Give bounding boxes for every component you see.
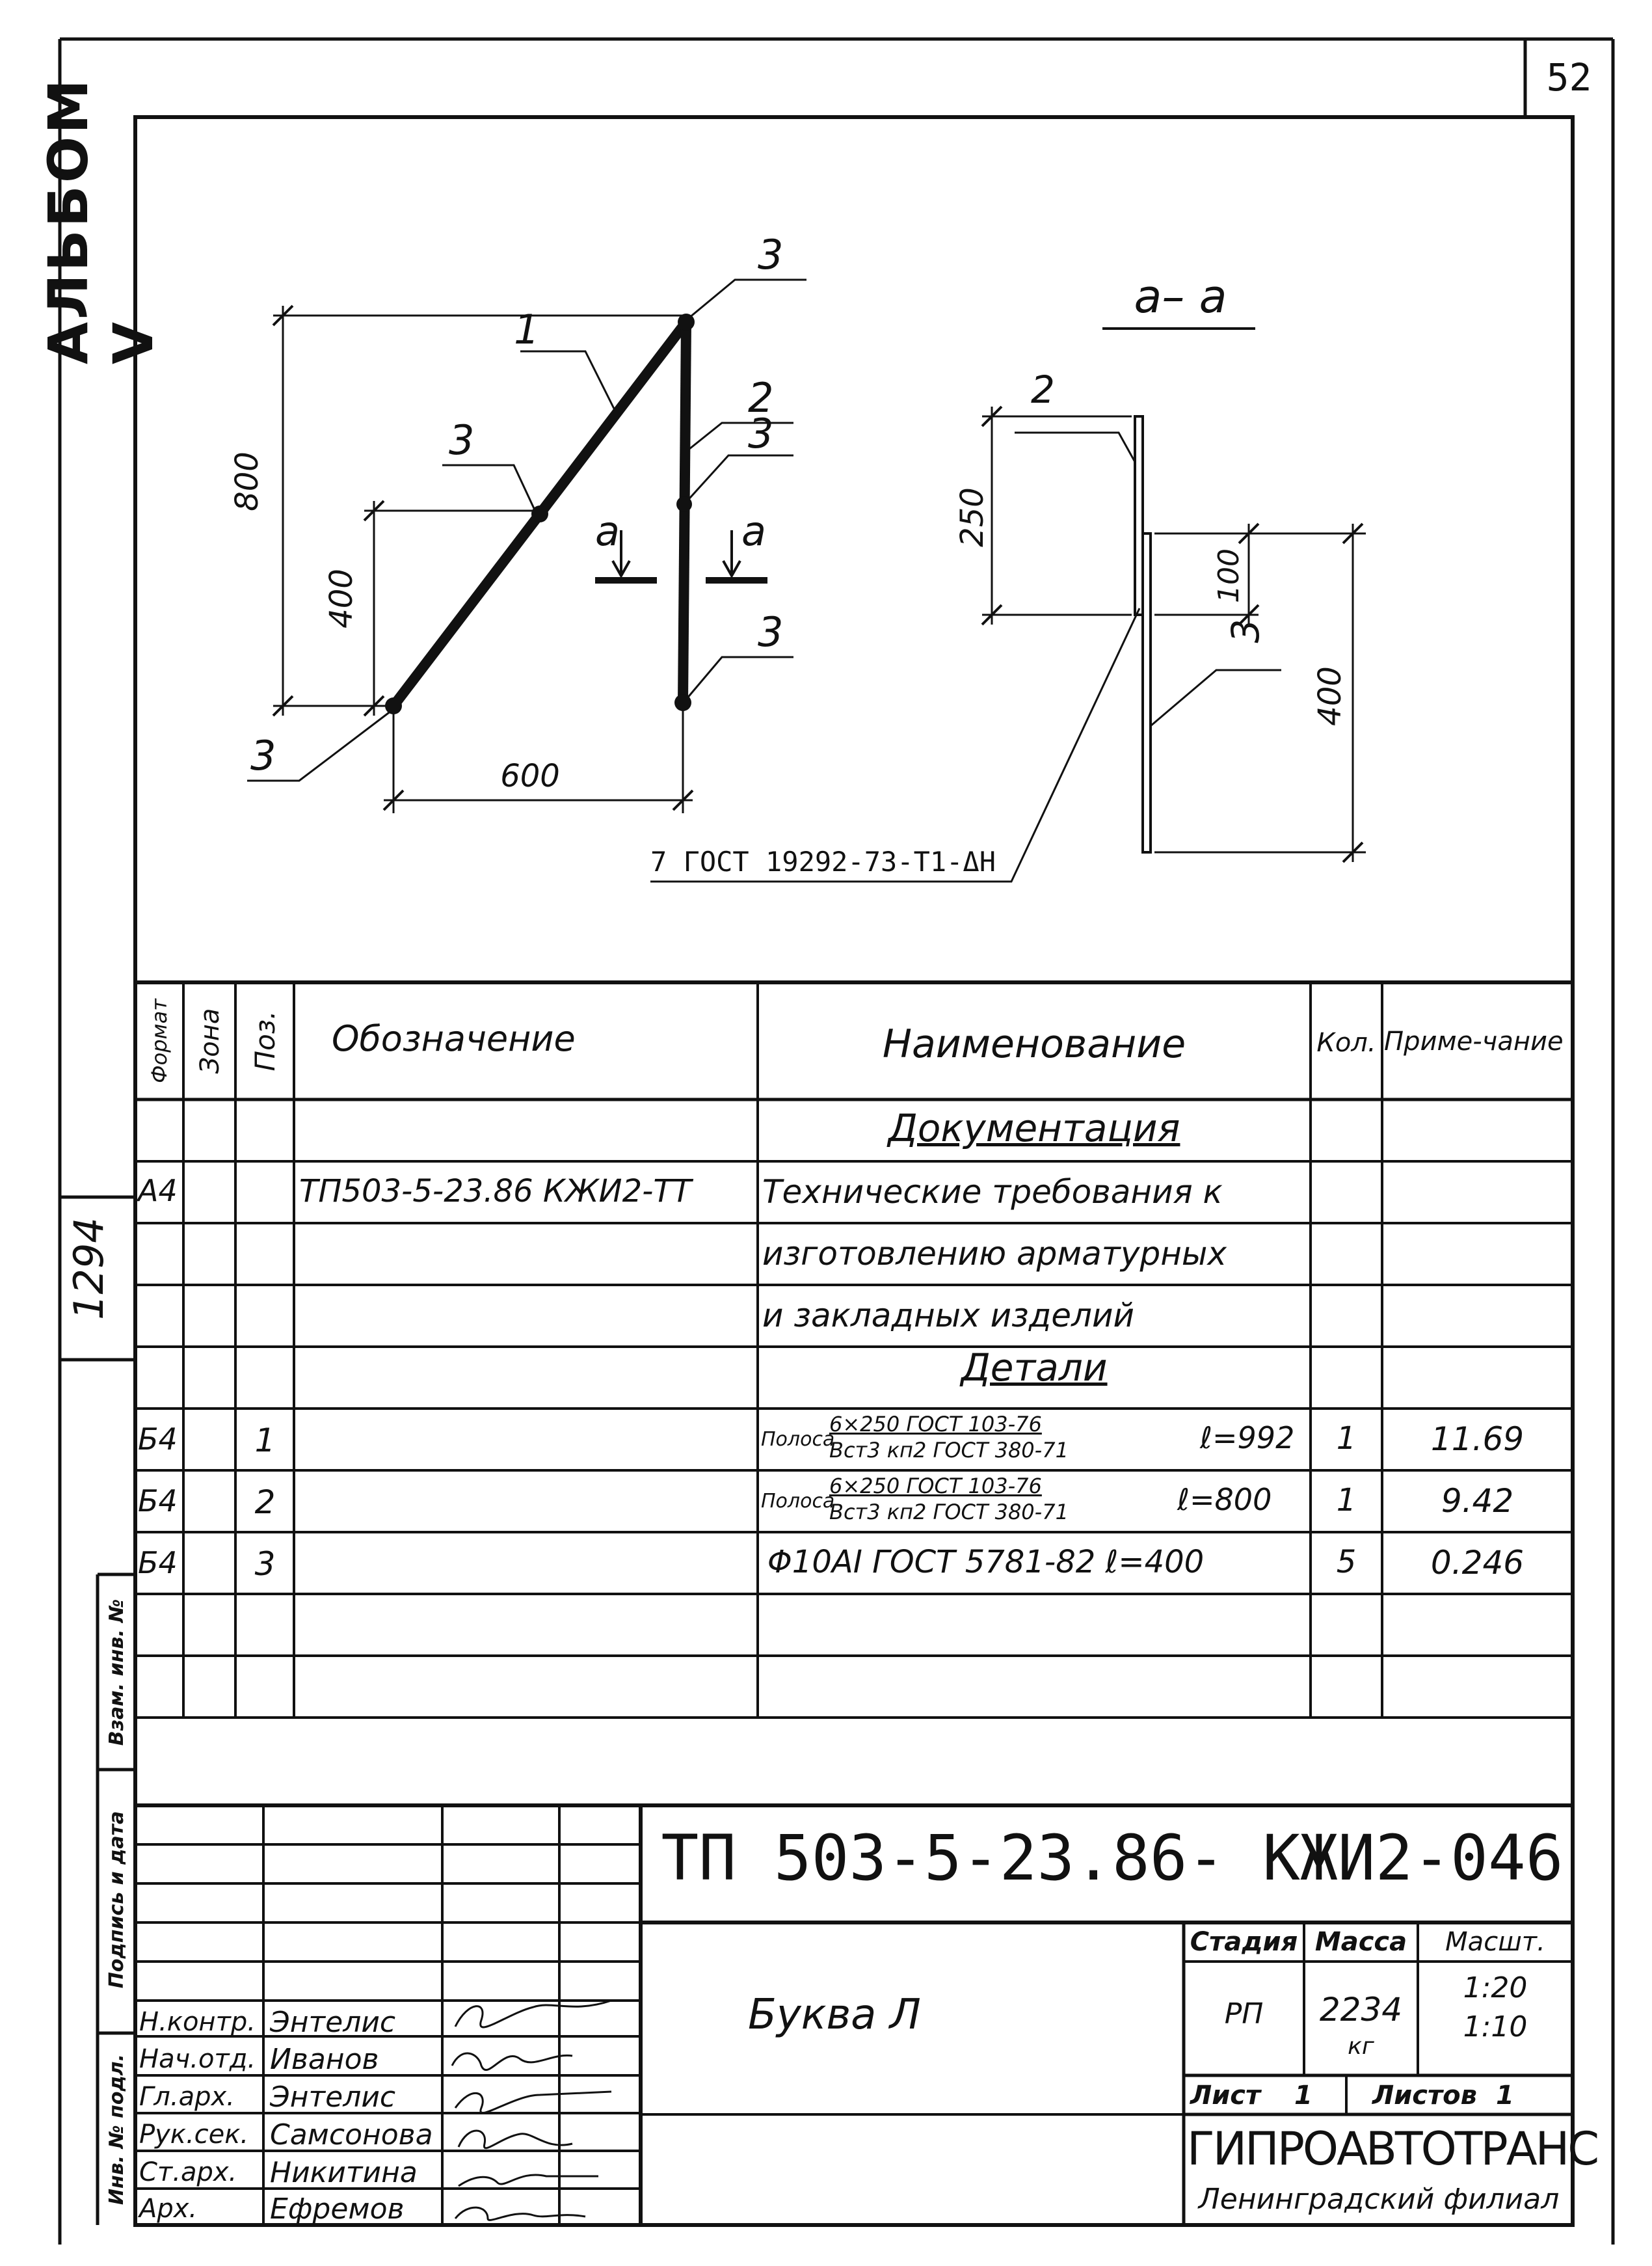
position-1-label: 1	[514, 306, 540, 353]
row-1-numerator: 6×250 ГОСТ 103-76	[829, 1412, 1042, 1436]
header-note: Приме-чание	[1384, 1027, 1564, 1057]
elevation-view	[247, 278, 806, 813]
dim-800: 800	[229, 452, 265, 511]
signatures	[451, 1999, 612, 2221]
row-2-prefix: Полоса	[761, 1490, 835, 1513]
signer-role: Нач.отд.	[139, 2044, 256, 2074]
position-3-label: 3	[449, 416, 475, 464]
organization-name: ГИПРОАВТОТРАНС	[1187, 2122, 1599, 2176]
doc-designation: ТП503-5-23.86 КЖИ2-ТТ	[299, 1173, 692, 1209]
mass-unit: кг	[1348, 2033, 1374, 2060]
document-code: ТП 503-5-23.86- КЖИ2-046	[661, 1822, 1564, 1895]
section-parts: Детали	[961, 1345, 1108, 1390]
signer-name: Иванов	[270, 2043, 379, 2076]
doc-format: А4	[138, 1173, 178, 1208]
row-1-pos: 1	[254, 1422, 276, 1459]
row-2-numerator: 6×250 ГОСТ 103-76	[829, 1474, 1042, 1498]
row-3-note: 0.246	[1430, 1544, 1525, 1582]
row-1-length: ℓ=992	[1200, 1420, 1295, 1455]
signer-name: Энтелис	[270, 2081, 396, 2114]
position-3-label: 3	[758, 608, 784, 656]
document-name: Буква Л	[748, 1991, 921, 2039]
scale-value-2: 1:10	[1463, 2010, 1528, 2043]
doc-name-line: изготовлению арматурных	[762, 1235, 1227, 1273]
section-docs: Документация	[888, 1106, 1180, 1150]
section-marker-left: а	[595, 507, 620, 555]
row-3-qty: 5	[1336, 1544, 1357, 1580]
header-format: Формат	[147, 999, 172, 1083]
row-1-note: 11.69	[1430, 1420, 1525, 1458]
sheets-number: 1	[1496, 2081, 1514, 2111]
position-3-label: 3	[1223, 619, 1268, 643]
dim-400-section: 400	[1312, 666, 1348, 726]
album-label: АЛЬБОМ V	[36, 77, 165, 364]
header-pos: Поз.	[249, 1010, 281, 1072]
doc-name-line: Технические требования к	[762, 1173, 1223, 1211]
row-3-format: Б4	[138, 1545, 178, 1580]
header-designation: Обозначение	[332, 1018, 576, 1059]
row-1-format: Б4	[138, 1422, 178, 1457]
margin-number: 1294	[65, 1217, 113, 1320]
position-2-label: 2	[1031, 368, 1055, 412]
weld-note: 7 ГОСТ 19292-73-Т1-ΔН	[650, 846, 996, 878]
node-points	[385, 314, 695, 714]
dim-250: 250	[954, 487, 991, 547]
row-1-prefix: Полоса	[761, 1428, 835, 1451]
row-1-qty: 1	[1336, 1420, 1357, 1457]
row-2-qty: 1	[1336, 1482, 1357, 1518]
scale-value-1: 1:20	[1463, 1971, 1528, 2004]
section-view	[650, 327, 1366, 883]
dim-400: 400	[323, 569, 360, 628]
margin-label-signature: Подпись и дата	[105, 1811, 128, 1989]
row-3-name: Φ10АI ГОСТ 5781-82 ℓ=400	[767, 1544, 1205, 1580]
row-2-denominator: Вст3 кп2 ГОСТ 380-71	[829, 1500, 1069, 1524]
signer-role: Арх.	[139, 2194, 198, 2224]
row-2-length: ℓ=800	[1177, 1482, 1272, 1517]
margin-label-original: Инв. № подл.	[105, 2053, 128, 2205]
row-1-denominator: Вст3 кп2 ГОСТ 380-71	[829, 1438, 1069, 1463]
header-name: Наименование	[882, 1021, 1186, 1067]
row-2-pos: 2	[254, 1483, 276, 1521]
mass-label: Масса	[1314, 1927, 1407, 1957]
signer-name: Никитина	[270, 2156, 418, 2189]
signer-role: Рук.сек.	[139, 2120, 249, 2150]
signer-name: Энтелис	[270, 2006, 396, 2039]
dim-100: 100	[1212, 548, 1246, 603]
row-2-format: Б4	[138, 1483, 178, 1518]
row-2-note: 9.42	[1441, 1482, 1514, 1520]
position-2-label: 2	[748, 374, 774, 422]
stage-label: Стадия	[1190, 1927, 1298, 1957]
scale-label: Масшт.	[1445, 1927, 1545, 1957]
signer-name: Ефремов	[270, 2192, 405, 2226]
signer-role: Н.контр.	[139, 2007, 256, 2037]
dim-600: 600	[500, 758, 560, 794]
signer-role: Ст.арх.	[139, 2157, 237, 2187]
position-3-label: 3	[748, 410, 774, 457]
header-qty: Кол.	[1316, 1028, 1376, 1058]
stage-value: РП	[1224, 1997, 1264, 2030]
row-3-pos: 3	[254, 1545, 276, 1583]
sheet-number: 1	[1294, 2081, 1312, 2111]
organization-branch: Ленинградский филиал	[1198, 2183, 1560, 2216]
header-zone: Зона	[195, 1008, 225, 1074]
position-3-label: 3	[758, 231, 784, 278]
doc-name-line: и закладных изделий	[762, 1297, 1134, 1334]
signer-role: Гл.арх.	[139, 2082, 235, 2112]
section-title: а– а	[1134, 270, 1227, 323]
sheets-label: Листов	[1372, 2081, 1477, 2111]
signer-name: Самсонова	[270, 2118, 433, 2151]
position-3-label: 3	[250, 732, 276, 779]
sheet-label: Лист	[1190, 2081, 1261, 2111]
page-number: 52	[1546, 55, 1592, 100]
mass-value: 2234	[1319, 1991, 1403, 2029]
section-marker-right: а	[741, 507, 766, 555]
margin-label-replace: Взам. инв. №	[105, 1598, 128, 1746]
